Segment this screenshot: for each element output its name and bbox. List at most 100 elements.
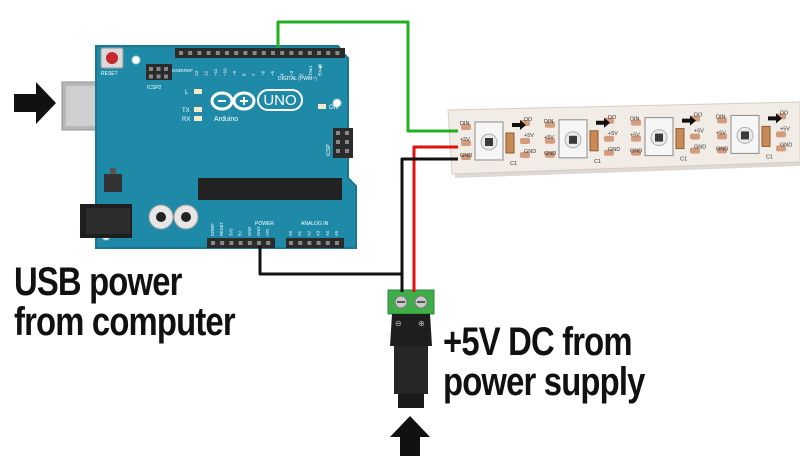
icsp-pin[interactable] — [156, 74, 161, 79]
on-label: ON — [329, 105, 338, 111]
strip-pin-label: +5V — [716, 130, 726, 136]
uno-label: UNO — [263, 92, 296, 109]
icsp-pin[interactable] — [345, 131, 349, 135]
voltage-regulator — [104, 174, 122, 192]
header-pin[interactable] — [247, 241, 252, 245]
jack-housing — [390, 314, 432, 346]
icsp-pin[interactable] — [336, 140, 340, 144]
solder-pad — [776, 131, 786, 138]
digital-pin-label: 7 — [251, 73, 256, 76]
icsp-pin[interactable] — [164, 74, 168, 79]
analog-pin-label: A5 — [334, 230, 339, 236]
header-pin[interactable] — [280, 51, 285, 55]
solder-pad — [604, 149, 614, 156]
header-pin[interactable] — [316, 241, 321, 245]
header-pin[interactable] — [271, 51, 275, 55]
header-pin[interactable] — [326, 51, 331, 55]
header-pin[interactable] — [298, 241, 303, 245]
header-pin[interactable] — [257, 241, 261, 245]
header-pin[interactable] — [298, 51, 303, 55]
header-pin[interactable] — [225, 51, 229, 55]
digital-pin-label: ~3 — [289, 70, 294, 76]
icsp-pin[interactable] — [156, 67, 161, 71]
strip-pin-label: DO — [694, 113, 703, 119]
ground-wire-board[interactable] — [258, 246, 402, 276]
logo-loop-right — [232, 91, 256, 111]
usb-caption-line1: USB power — [14, 260, 182, 304]
solder-pad — [631, 135, 641, 142]
strip-pin-label: GND — [630, 149, 642, 155]
header-pin[interactable] — [197, 51, 202, 55]
power-pin-label: GND — [247, 227, 252, 236]
power-pin-label: RESET — [219, 222, 224, 236]
digital-pin-label: ~5 — [270, 70, 275, 76]
strip-pin-label: GND — [544, 151, 556, 157]
solder-pad — [717, 133, 727, 140]
usb-power-caption: USB power from computer — [14, 260, 236, 342]
ps-caption-line1: +5V DC from — [443, 320, 633, 364]
icsp2-label: ICSP2 — [147, 85, 162, 91]
digital-header — [175, 48, 345, 58]
header-pin[interactable] — [307, 51, 312, 55]
mounting-hole — [332, 98, 342, 108]
header-pin[interactable] — [335, 51, 340, 55]
icsp-pin[interactable] — [336, 149, 340, 153]
jack-barrel — [394, 346, 428, 394]
mounting-hole — [131, 55, 141, 65]
header-pin[interactable] — [252, 51, 257, 55]
digital-pin-label: ~11 — [213, 68, 218, 76]
header-pin[interactable] — [307, 241, 312, 245]
on-led — [318, 104, 326, 109]
header-pin[interactable] — [266, 241, 271, 245]
gnd-label-top: GND — [172, 68, 183, 73]
power-pin-label: GND — [256, 227, 261, 236]
header-pin[interactable] — [243, 51, 248, 55]
icsp-pin[interactable] — [149, 67, 153, 71]
reset-label: RESET — [101, 71, 118, 77]
header-pin[interactable] — [325, 241, 330, 245]
data-wire[interactable] — [276, 20, 458, 133]
strip-pin-label: DO — [524, 117, 533, 123]
header-pin[interactable] — [238, 241, 243, 245]
reset-button-cap[interactable] — [106, 52, 118, 64]
header-pin[interactable] — [188, 51, 193, 55]
arrow-up-icon — [390, 416, 430, 456]
header-pin[interactable] — [234, 51, 239, 55]
digital-pin-label: 4 — [280, 73, 285, 76]
led-strip-body — [447, 101, 800, 175]
power-wire[interactable] — [412, 145, 458, 292]
header-pin[interactable] — [215, 51, 220, 55]
capacitor — [761, 125, 771, 147]
analog-pin-label: A3 — [316, 230, 321, 236]
digital-pin-label: 2 — [299, 73, 304, 76]
strip-pin-label: DO — [780, 110, 789, 116]
digital-pin-label: ~9 — [232, 70, 237, 76]
strip-pin-label: +5V — [524, 133, 534, 139]
icsp-pin[interactable] — [336, 131, 340, 135]
header-pin[interactable] — [289, 51, 294, 55]
icsp-pin[interactable] — [345, 149, 349, 153]
header-pin[interactable] — [317, 51, 321, 55]
power-pin-label: VIN — [265, 229, 270, 236]
header-pin[interactable] — [179, 51, 183, 55]
header-pin[interactable] — [211, 241, 215, 245]
strip-pin-label: C1 — [680, 157, 687, 163]
icsp-pin[interactable] — [149, 74, 153, 79]
svg-text:⊕: ⊕ — [418, 319, 425, 328]
icsp-pin[interactable] — [164, 67, 168, 71]
tx-led — [194, 107, 202, 112]
header-pin[interactable] — [261, 51, 266, 55]
header-pin[interactable] — [229, 241, 234, 245]
solder-pad — [690, 133, 700, 140]
header-pin[interactable] — [220, 241, 225, 245]
ground-wire[interactable] — [400, 157, 458, 292]
header-pin[interactable] — [206, 51, 211, 55]
strip-pin-label: GND — [460, 153, 472, 159]
solder-pad — [545, 137, 555, 144]
microcontroller-chip — [198, 178, 342, 200]
header-pin[interactable] — [335, 241, 339, 245]
analog-header — [286, 238, 344, 248]
icsp-pin[interactable] — [345, 140, 349, 144]
header-pin[interactable] — [289, 241, 293, 245]
